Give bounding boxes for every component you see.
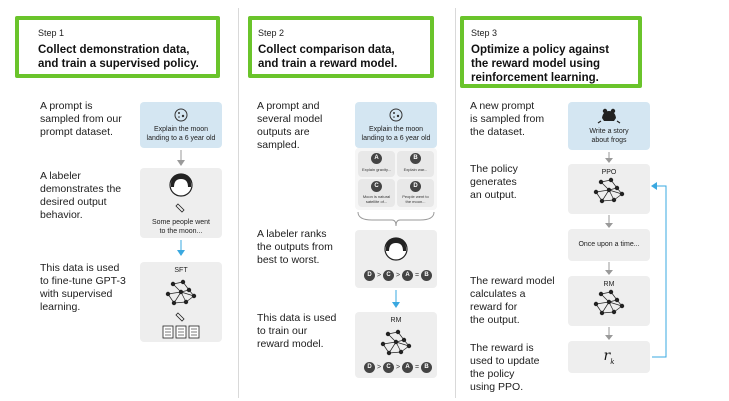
step2-label: Step 2 — [258, 28, 285, 38]
rank-gt-symbol: > — [377, 364, 382, 371]
step1-desc-finetune: This data is used to fine-tune GPT-3 wit… — [40, 262, 126, 313]
step3-header-box — [460, 16, 642, 88]
rank-gt-symbol: > — [396, 364, 401, 371]
neural-network-icon — [380, 329, 412, 356]
rank-gt-symbol: > — [377, 272, 382, 279]
option-a-text: Explain gravity... — [361, 167, 392, 172]
step1-header-box — [15, 16, 220, 78]
step2-outputs-card: A Explain gravity... B Explain war... C … — [355, 148, 437, 210]
rank-4-badge: B — [421, 270, 432, 281]
step3-rm-card: RM — [568, 276, 650, 326]
step3-desc-reward-model: The reward model calculates a reward for… — [470, 275, 555, 326]
step1-prompt-card: Explain the moon landing to a 6 year old — [140, 102, 222, 148]
step1-sft-card: SFT — [140, 262, 222, 342]
step1-desc-labeler: A labeler demonstrates the desired outpu… — [40, 170, 122, 221]
step3-output-card: Once upon a time... — [568, 229, 650, 261]
step1-labeler-card: Some people went to the moon... — [140, 168, 222, 238]
option-d-badge: D — [410, 181, 421, 192]
option-b-text: Explain war... — [403, 167, 428, 172]
rank-3-badge: A — [402, 270, 413, 281]
column-divider — [238, 8, 239, 398]
output-option-c: C Moon is natural satellite of... — [358, 179, 395, 207]
reward-symbol: rk — [603, 348, 615, 366]
rank-3-badge: A — [402, 362, 413, 373]
step3-prompt-card: Write a story about frogs — [568, 102, 650, 150]
neural-network-icon — [593, 289, 625, 316]
rank-eq-symbol: = — [415, 364, 420, 371]
step3-output-text: Once upon a time... — [578, 241, 640, 248]
step2-desc-sample: A prompt and several model outputs are s… — [257, 100, 323, 151]
frog-icon — [597, 108, 621, 124]
step2-title: Collect comparison data, and train a rew… — [258, 44, 398, 70]
step2-desc-rank: A labeler ranks the outputs from best to… — [257, 228, 333, 266]
rank-eq-symbol: = — [415, 272, 420, 279]
step3-prompt-text: Write a story about frogs — [589, 128, 629, 144]
step2-prompt-text: Explain the moon landing to a 6 year old — [361, 126, 431, 142]
rank-4-badge: B — [421, 362, 432, 373]
step3-ppo-card: PPO — [568, 164, 650, 214]
step1-title: Collect demonstration data, and train a … — [38, 44, 199, 70]
reward-subscript: k — [610, 357, 615, 366]
rank-1-badge: D — [364, 270, 375, 281]
output-option-a: A Explain gravity... — [358, 151, 395, 177]
sft-label: SFT — [174, 267, 188, 274]
neural-network-icon — [162, 279, 200, 339]
step3-label: Step 3 — [471, 28, 498, 38]
option-c-badge: C — [371, 181, 382, 192]
step3-reward-card: rk — [568, 341, 650, 373]
ppo-label: PPO — [601, 169, 617, 176]
rm-label: RM — [390, 317, 402, 324]
rank-gt-symbol: > — [396, 272, 401, 279]
step2-prompt-card: Explain the moon landing to a 6 year old — [355, 102, 437, 148]
option-d-text: People went to the moon... — [402, 194, 429, 204]
labeler-avatar-icon — [169, 173, 193, 213]
output-option-b: B Explain war... — [397, 151, 434, 177]
step3-desc-prompt: A new prompt is sampled from the dataset… — [470, 100, 545, 138]
moon-icon — [174, 108, 188, 122]
step2-rm-card: RM D > C > A = B — [355, 312, 437, 378]
step3-desc-update: The reward is used to update the policy … — [470, 342, 540, 393]
step3-title: Optimize a policy against the reward mod… — [471, 44, 610, 84]
option-c-text: Moon is natural satellite of... — [362, 194, 391, 204]
column-divider — [455, 8, 456, 398]
step2-header-box — [248, 16, 434, 78]
rank-2-badge: C — [383, 362, 394, 373]
step2-ranking-card: D > C > A = B — [355, 230, 437, 288]
labeler-avatar-icon — [384, 237, 408, 261]
step3-desc-policy: The policy generates an output. — [470, 163, 518, 201]
step1-desc-prompt: A prompt is sampled from our prompt data… — [40, 100, 122, 138]
rank-2-badge: C — [383, 270, 394, 281]
moon-icon — [389, 108, 403, 122]
step2-desc-train: This data is used to train our reward mo… — [257, 312, 337, 350]
option-b-badge: B — [410, 153, 421, 164]
rm-label: RM — [603, 281, 615, 288]
step1-output-text: Some people went to the moon... — [152, 219, 210, 235]
step1-prompt-text: Explain the moon landing to a 6 year old — [146, 126, 216, 142]
option-a-badge: A — [371, 153, 382, 164]
output-option-d: D People went to the moon... — [397, 179, 434, 207]
neural-network-icon — [593, 177, 625, 204]
step1-label: Step 1 — [38, 28, 65, 38]
rank-1-badge: D — [364, 362, 375, 373]
